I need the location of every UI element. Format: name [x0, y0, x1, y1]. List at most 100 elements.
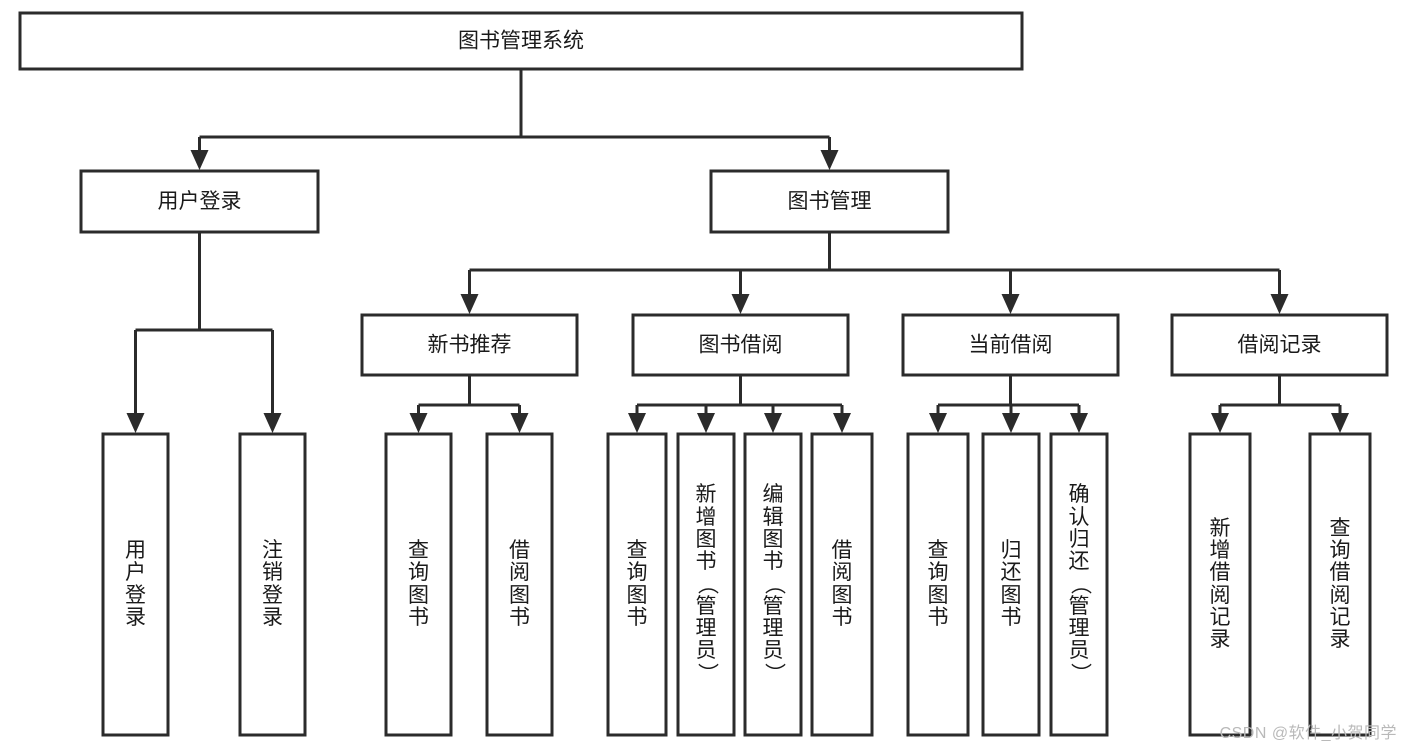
node-box-new-book-rec[interactable]: [360, 313, 579, 377]
node-box-book-manage[interactable]: [709, 169, 950, 234]
glyph: （: [762, 574, 786, 595]
glyph: 还: [1000, 561, 1022, 585]
node-box-leaf-user-login[interactable]: [101, 432, 170, 737]
node-box-borrow-record[interactable]: [1170, 313, 1389, 377]
node-box-user-login[interactable]: [79, 169, 320, 234]
node-label-wrap-leaf-borrow-lend: 借阅图书: [812, 434, 872, 735]
glyph: 图: [626, 583, 648, 607]
glyph: 员: [1068, 639, 1090, 663]
node-label-wrap-leaf-borrow-add: 新增图书（管理员）: [678, 434, 734, 735]
glyph: 询: [1329, 539, 1351, 562]
node-box-book-borrow[interactable]: [631, 313, 850, 377]
glyph: 图: [831, 583, 853, 607]
glyph: 书: [1000, 605, 1022, 629]
glyph: 借: [831, 539, 853, 562]
glyph: 确: [1068, 483, 1090, 507]
glyph: 询: [927, 561, 949, 585]
glyph: 登: [262, 583, 283, 607]
glyph: ）: [1068, 663, 1092, 684]
node-box-leaf-rec-query[interactable]: [384, 432, 453, 737]
node-box-leaf-rec-borrow[interactable]: [485, 432, 554, 737]
glyph: 图: [762, 527, 784, 551]
node-label-leaf-user-login: 用户登录: [125, 434, 146, 735]
node-label-wrap-leaf-rec-query: 查询图书: [386, 434, 451, 735]
node-label-leaf-borrow-add: 新增图书（管理员）: [695, 434, 719, 735]
node-label-leaf-rec-search: 查询借阅记录: [1330, 434, 1351, 735]
node-label-leaf-user-logout: 注销登录: [262, 434, 283, 735]
node-label-leaf-rec-query: 查询图书: [408, 434, 429, 735]
node-box-root[interactable]: [18, 11, 1024, 71]
glyph: 新: [1209, 516, 1231, 540]
glyph: 阅: [831, 561, 853, 585]
glyph: 阅: [1329, 583, 1351, 607]
node-label-book-borrow: 图书借阅: [699, 334, 783, 357]
glyph: 理: [762, 616, 784, 640]
glyph: 销: [262, 561, 283, 585]
node-label-wrap-leaf-rec-search: 查询借阅记录: [1310, 434, 1370, 735]
glyph: 注: [262, 539, 283, 562]
glyph: 管: [1068, 594, 1090, 618]
glyph: 询: [408, 561, 429, 585]
glyph: 归: [1000, 539, 1022, 562]
csdn-watermark: CSDN @软件_小贺同学: [1219, 725, 1397, 742]
glyph: 书: [927, 605, 949, 629]
node-label-leaf-rec-borrow: 借阅图书: [509, 434, 530, 735]
node-box-leaf-rec-search[interactable]: [1308, 432, 1372, 737]
glyph: 认: [1068, 505, 1090, 529]
glyph: 录: [1329, 628, 1351, 651]
node-label-wrap-leaf-cur-query: 查询图书: [908, 434, 968, 735]
node-box-current-borrow[interactable]: [901, 313, 1120, 377]
glyph: 还: [1068, 550, 1090, 574]
glyph: 图: [927, 583, 949, 607]
node-box-leaf-borrow-lend[interactable]: [810, 432, 874, 737]
glyph: 查: [408, 539, 429, 562]
node-box-leaf-cur-return[interactable]: [981, 432, 1041, 737]
glyph: 阅: [1209, 583, 1231, 607]
node-label-borrow-record: 借阅记录: [1238, 334, 1322, 357]
glyph: 理: [695, 616, 717, 640]
glyph: 图: [695, 527, 717, 551]
node-box-leaf-borrow-add[interactable]: [676, 432, 736, 737]
glyph: 书: [509, 605, 530, 629]
node-label-wrap-leaf-cur-return: 归还图书: [983, 434, 1039, 735]
node-label-wrap-leaf-user-login: 用户登录: [103, 434, 168, 735]
glyph: 理: [1068, 616, 1090, 640]
glyph: 录: [262, 605, 283, 629]
node-box-leaf-cur-confirm[interactable]: [1049, 432, 1109, 737]
glyph: 管: [762, 594, 784, 618]
node-box-leaf-rec-add[interactable]: [1188, 432, 1252, 737]
glyph: 编: [762, 483, 784, 507]
glyph: 登: [125, 583, 146, 607]
node-label-wrap-leaf-cur-confirm: 确认归还（管理员）: [1051, 434, 1107, 735]
glyph: 查: [927, 539, 949, 562]
glyph: 员: [695, 639, 717, 663]
glyph: 记: [1209, 605, 1231, 629]
node-label-wrap-leaf-rec-add: 新增借阅记录: [1190, 434, 1250, 735]
node-box-leaf-borrow-query[interactable]: [606, 432, 668, 737]
glyph: 管: [695, 594, 717, 618]
node-box-leaf-borrow-edit[interactable]: [743, 432, 803, 737]
horizontal-label-layer: 图书管理系统用户登录图书管理新书推荐图书借阅当前借阅借阅记录: [158, 30, 1322, 357]
node-label-wrap-leaf-borrow-edit: 编辑图书（管理员）: [745, 434, 801, 735]
glyph: ）: [695, 663, 719, 684]
glyph: 员: [762, 639, 784, 663]
glyph: 询: [626, 561, 648, 585]
node-label-wrap-leaf-borrow-query: 查询图书: [608, 434, 666, 735]
glyph: 书: [408, 605, 429, 629]
node-label-wrap-leaf-user-logout: 注销登录: [240, 434, 305, 735]
glyph: 借: [1329, 561, 1351, 585]
node-label-leaf-rec-add: 新增借阅记录: [1210, 434, 1231, 735]
glyph: 户: [125, 561, 146, 585]
node-label-wrap-leaf-rec-borrow: 借阅图书: [487, 434, 552, 735]
glyph: 查: [626, 539, 648, 562]
glyph: 图: [1000, 583, 1022, 607]
glyph: 用: [125, 539, 146, 562]
node-box-leaf-user-logout[interactable]: [238, 432, 307, 737]
node-box-leaf-cur-query[interactable]: [906, 432, 970, 737]
glyph: （: [1068, 574, 1092, 595]
glyph: 阅: [509, 561, 530, 585]
glyph: 辑: [762, 505, 784, 529]
glyph: 书: [695, 550, 717, 574]
